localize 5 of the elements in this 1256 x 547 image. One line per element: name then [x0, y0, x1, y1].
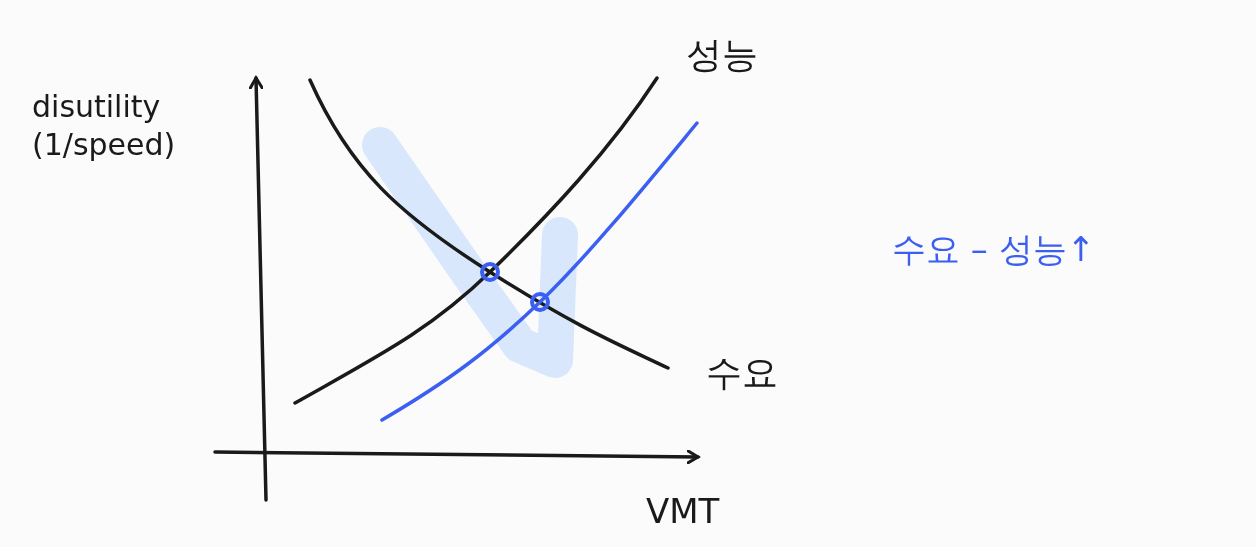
axis-title: disutility (1/speed): [32, 88, 177, 163]
curve-label: 성능: [686, 33, 758, 77]
annotation-note: 수요 – 성능↑: [892, 228, 1096, 271]
axis-title: VMT: [646, 490, 720, 533]
curve-label: 수요: [706, 351, 778, 395]
